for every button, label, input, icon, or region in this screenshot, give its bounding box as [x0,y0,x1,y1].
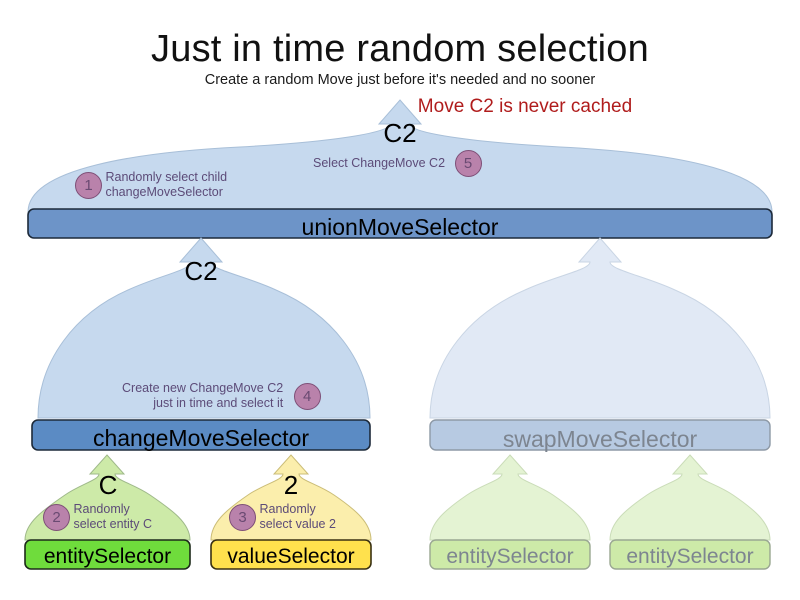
union-bar-label[interactable]: unionMoveSelector [301,214,499,240]
page-subtitle: Create a random Move just before it's ne… [204,72,596,88]
step-badge-2: 2 [43,503,70,531]
cache-note: Move C2 is never cached [417,96,633,117]
entity-payload-label: C [98,470,118,500]
swap-entity-left-bar-label[interactable]: entitySelector [446,545,574,568]
page-title: Just in time random selection [151,28,649,70]
entity-bar-label[interactable]: entitySelector [43,545,172,568]
swap-entity-right-bar-shape [609,539,771,570]
swap-entity-left-bar-shape [429,539,591,570]
value-bar-shape [210,539,372,570]
value-bar-label[interactable]: valueSelector [227,545,355,568]
union-step-5-text: Select ChangeMove C2 [313,156,446,170]
swap-bar-shape [429,419,771,451]
change-step-4: Create new ChangeMove C2 just in time an… [122,381,321,411]
change-funnel-shape [37,237,371,419]
union-bar-shape [27,208,773,239]
union-step-1: 1 Randomly select child changeMoveSelect… [75,170,227,200]
change-bar-shape [31,419,371,451]
union-step-1-text: Randomly select child changeMoveSelector [105,170,228,199]
change-bar-label[interactable]: changeMoveSelector [92,425,310,451]
swap-entity-right-bar-label[interactable]: entitySelector [626,545,754,568]
value-payload-label: 2 [283,470,299,500]
entity-step-2: 2 Randomly select entity C [43,502,152,532]
entity-step-2-text: Randomly select entity C [73,502,152,531]
change-step-4-text: Create new ChangeMove C2 just in time an… [122,381,284,410]
union-step-5: Select ChangeMove C2 5 [313,150,482,177]
swap-entity-left-funnel-shape [429,454,591,541]
step-badge-3: 3 [229,503,256,531]
step-badge-4: 4 [293,382,321,410]
value-step-3: 3 Randomly select value 2 [229,502,336,532]
step-badge-1: 1 [75,171,102,199]
swap-entity-right-funnel-shape [609,454,771,541]
change-payload-label: C2 [184,256,218,286]
swap-funnel-shape [429,237,771,419]
swap-bar-label[interactable]: swapMoveSelector [502,426,698,452]
entity-bar-shape [24,539,191,570]
step-badge-5: 5 [454,150,482,177]
value-step-3-text: Randomly select value 2 [259,502,336,531]
union-payload-label: C2 [383,118,417,148]
